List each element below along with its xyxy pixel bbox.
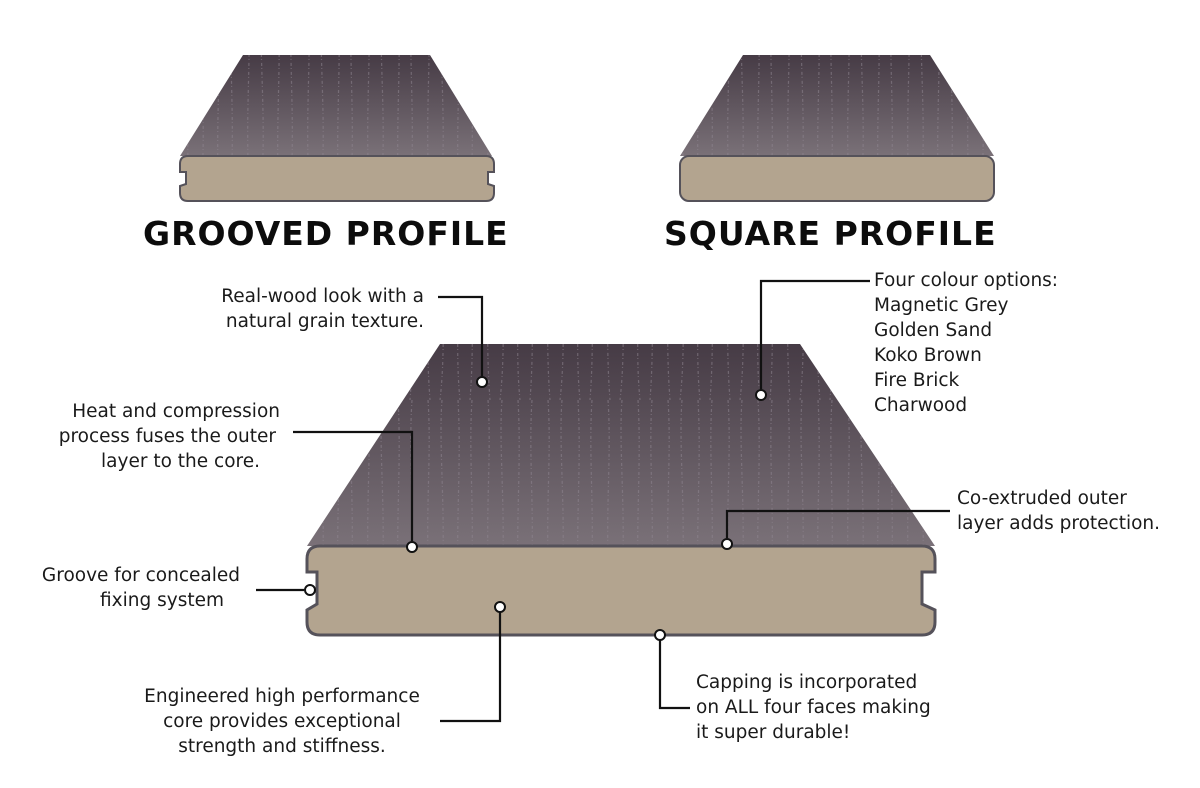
callout-core-line: Engineered high performance [144, 686, 420, 707]
callout-capping-line: Capping is incorporated [696, 672, 918, 693]
callout-fusion: Heat and compression process fuses the o… [20, 399, 280, 474]
callout-lines [256, 279, 950, 723]
callout-fusion-line: Heat and compression [72, 401, 280, 422]
callout-line-fusion [293, 430, 414, 541]
callout-groove: Groove for concealed fixing system [10, 563, 240, 613]
callout-line-colours [759, 279, 870, 389]
marker-groove [304, 584, 316, 596]
grooved-profile-title: GROOVED PROFILE [143, 214, 509, 253]
callout-coextruded: Co-extruded outer layer adds protection. [957, 486, 1160, 536]
square-profile-title: SQUARE PROFILE [664, 214, 997, 253]
marker-fusion [406, 541, 418, 553]
callout-coextruded-line: layer adds protection. [957, 513, 1161, 534]
callout-core-line: strength and stiffness. [178, 736, 386, 757]
marker-grain [476, 376, 488, 388]
square-profile-board [679, 55, 995, 202]
main-board-cutaway [305, 344, 937, 637]
callout-grain-line: natural grain texture. [225, 311, 424, 332]
marker-coextruded [721, 538, 733, 550]
callout-line-core [440, 612, 502, 723]
callout-grain-line: Real-wood look with a [221, 286, 424, 307]
colour-option: Charwood [874, 395, 968, 416]
colour-option: Magnetic Grey [874, 295, 1009, 316]
callout-line-coextruded [725, 509, 950, 538]
callout-fusion-line: layer to the core. [101, 451, 260, 472]
callout-fusion-line: process fuses the outer [58, 426, 276, 447]
callout-groove-line: Groove for concealed [41, 565, 240, 586]
callout-capping-line: it super durable! [696, 722, 851, 743]
callout-colours: Four colour options: Magnetic Grey Golde… [874, 268, 1058, 418]
callout-line-grain [438, 295, 484, 376]
callout-markers [304, 376, 767, 641]
marker-core [494, 601, 506, 613]
grooved-profile-board [179, 55, 495, 202]
callout-groove-line: fixing system [100, 590, 224, 611]
marker-capping [654, 629, 666, 641]
callout-core: Engineered high performance core provide… [112, 684, 452, 759]
marker-colours [755, 389, 767, 401]
callout-grain: Real-wood look with a natural grain text… [150, 284, 424, 334]
callout-capping: Capping is incorporated on ALL four face… [696, 670, 931, 745]
colour-heading: Four colour options: [874, 270, 1059, 291]
callout-capping-line: on ALL four faces making [696, 697, 931, 718]
callout-line-capping [658, 640, 690, 710]
colour-option: Golden Sand [874, 320, 993, 341]
callout-coextruded-line: Co-extruded outer [957, 488, 1127, 509]
colour-option: Fire Brick [874, 370, 960, 391]
callout-core-line: core provides exceptional [163, 711, 401, 732]
colour-option: Koko Brown [874, 345, 982, 366]
